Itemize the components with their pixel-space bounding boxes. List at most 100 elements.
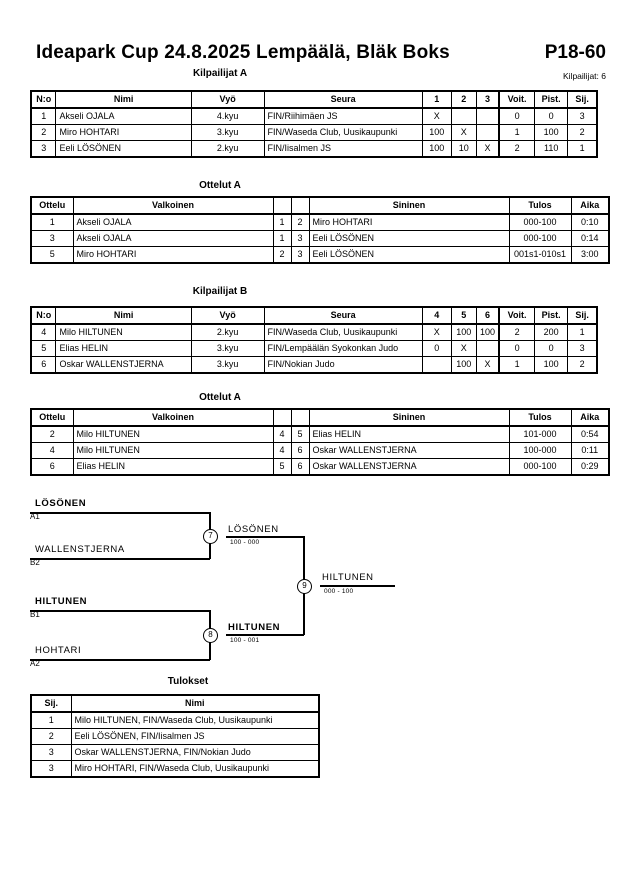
cell-points: 100	[534, 356, 569, 374]
col-white-no	[272, 408, 292, 427]
cell-name: Oskar WALLENSTJERNA, FIN/Nokian Judo	[70, 744, 320, 761]
table-row: 6 Elias HELIN 5 6 Oskar WALLENSTJERNA 00…	[30, 458, 610, 476]
cell-blue-no: 6	[290, 458, 310, 476]
cell-match: 6	[30, 458, 74, 476]
cell-score-5: X	[450, 340, 477, 357]
table-header-row: Ottelu Valkoinen Sininen Tulos Aika	[30, 408, 610, 427]
col-no: N:o	[30, 306, 57, 325]
cell-result: 000-100	[508, 213, 572, 231]
bracket-entrant-seed: B2	[30, 558, 40, 567]
bracket-entrant-name: WALLENSTJERNA	[35, 544, 125, 555]
cell-white-no: 4	[272, 425, 292, 443]
col-blue: Sininen	[308, 408, 510, 427]
col-white: Valkoinen	[72, 408, 274, 427]
cell-belt: 3.kyu	[190, 340, 265, 357]
cell-blue: Elias HELIN	[308, 425, 510, 443]
cell-white-no: 1	[272, 213, 292, 231]
bracket-connector	[30, 558, 210, 560]
cell-rank: 3	[567, 107, 598, 125]
cell-blue-no: 6	[290, 442, 310, 459]
table-row: 5 Elias HELIN 3.kyu FIN/Lempäälän Syokon…	[30, 340, 598, 357]
col-score-4: 4	[421, 306, 452, 325]
bracket-entrant-name: LÖSÖNEN	[35, 498, 87, 509]
table-row: 2 Eeli LÖSÖNEN, FIN/Iisalmen JS	[30, 728, 320, 745]
bracket-connector	[226, 634, 304, 636]
table-header-row: N:o Nimi Vyö Seura 1 2 3 Voit. Pist. Sij…	[30, 90, 598, 109]
cell-rank: 3	[30, 760, 72, 778]
cell-club: FIN/Waseda Club, Uusikaupunki	[263, 323, 423, 341]
cell-blue: Oskar WALLENSTJERNA	[308, 458, 510, 476]
cell-time: 0:14	[570, 230, 610, 247]
cell-club: FIN/Riihimäen JS	[263, 107, 423, 125]
cell-points: 0	[534, 340, 569, 357]
cell-match: 4	[30, 442, 74, 459]
cell-score-5: 100	[450, 356, 477, 374]
cell-score-1: X	[421, 107, 452, 125]
pool-a-table: N:o Nimi Vyö Seura 1 2 3 Voit. Pist. Sij…	[30, 90, 598, 158]
cell-name: Milo HILTUNEN, FIN/Waseda Club, Uusikaup…	[70, 711, 320, 729]
cell-white: Milo HILTUNEN	[72, 442, 274, 459]
cell-score-2: 10	[450, 140, 477, 158]
cell-time: 0:29	[570, 458, 610, 476]
col-time: Aika	[570, 408, 610, 427]
cell-time: 3:00	[570, 246, 610, 264]
col-result: Tulos	[508, 196, 572, 215]
cell-score-1: 100	[421, 140, 452, 158]
cell-white: Akseli OJALA	[72, 230, 274, 247]
cell-name: Eeli LÖSÖNEN, FIN/Iisalmen JS	[70, 728, 320, 745]
bracket-score: 100 - 000	[230, 539, 260, 546]
matches-b-table: Ottelu Valkoinen Sininen Tulos Aika 2 Mi…	[30, 408, 610, 476]
cell-blue-no: 3	[290, 246, 310, 264]
cell-no: 4	[30, 323, 57, 341]
cell-white: Milo HILTUNEN	[72, 425, 274, 443]
cell-blue: Oskar WALLENSTJERNA	[308, 442, 510, 459]
table-row: 4 Milo HILTUNEN 4 6 Oskar WALLENSTJERNA …	[30, 442, 610, 459]
cell-rank: 1	[567, 323, 598, 341]
col-time: Aika	[570, 196, 610, 215]
cell-belt: 4.kyu	[190, 107, 265, 125]
col-white-no	[272, 196, 292, 215]
cell-result: 001s1-010s1	[508, 246, 572, 264]
table-row: 3 Oskar WALLENSTJERNA, FIN/Nokian Judo	[30, 744, 320, 761]
elimination-bracket: LÖSÖNEN A1 WALLENSTJERNA B2 7 LÖSÖNEN 10…	[0, 498, 470, 668]
bracket-match-node: 8	[203, 628, 218, 643]
cell-score-3	[475, 107, 500, 125]
cell-belt: 3.kyu	[190, 124, 265, 141]
bracket-connector	[30, 659, 210, 661]
table-row: 1 Akseli OJALA 1 2 Miro HOHTARI 000-100 …	[30, 213, 610, 231]
cell-result: 100-000	[508, 442, 572, 459]
cell-rank: 2	[567, 356, 598, 374]
cell-time: 0:54	[570, 425, 610, 443]
cell-score-6	[475, 340, 500, 357]
cell-name: Akseli OJALA	[55, 107, 192, 125]
bracket-connector	[320, 585, 395, 587]
cell-no: 2	[30, 124, 57, 141]
results-caption: Tulokset	[167, 676, 209, 687]
col-score-5: 5	[450, 306, 477, 325]
cell-blue-no: 5	[290, 425, 310, 443]
cell-name: Miro HOHTARI	[55, 124, 192, 141]
bracket-winner-name: HILTUNEN	[322, 572, 374, 583]
cell-wins: 0	[498, 107, 536, 125]
cell-white-no: 1	[272, 230, 292, 247]
cell-name: Miro HOHTARI, FIN/Waseda Club, Uusikaupu…	[70, 760, 320, 778]
table-row: 2 Milo HILTUNEN 4 5 Elias HELIN 101-000 …	[30, 425, 610, 443]
col-match: Ottelu	[30, 408, 74, 427]
table-row: 1 Akseli OJALA 4.kyu FIN/Riihimäen JS X …	[30, 107, 598, 125]
cell-score-6: 100	[475, 323, 500, 341]
col-blue-no	[290, 408, 310, 427]
col-wins: Voit.	[498, 90, 536, 109]
cell-time: 0:10	[570, 213, 610, 231]
cell-score-3: X	[475, 140, 500, 158]
bracket-entrant-name: HILTUNEN	[35, 596, 88, 607]
col-name: Nimi	[55, 90, 192, 109]
col-rank: Sij.	[567, 306, 598, 325]
cell-match: 2	[30, 425, 74, 443]
cell-blue: Eeli LÖSÖNEN	[308, 246, 510, 264]
table-row: 1 Milo HILTUNEN, FIN/Waseda Club, Uusika…	[30, 711, 320, 729]
cell-white: Akseli OJALA	[72, 213, 274, 231]
cell-match: 1	[30, 213, 74, 231]
table-row: 5 Miro HOHTARI 2 3 Eeli LÖSÖNEN 001s1-01…	[30, 246, 610, 264]
col-white: Valkoinen	[72, 196, 274, 215]
table-row: 3 Akseli OJALA 1 3 Eeli LÖSÖNEN 000-100 …	[30, 230, 610, 247]
